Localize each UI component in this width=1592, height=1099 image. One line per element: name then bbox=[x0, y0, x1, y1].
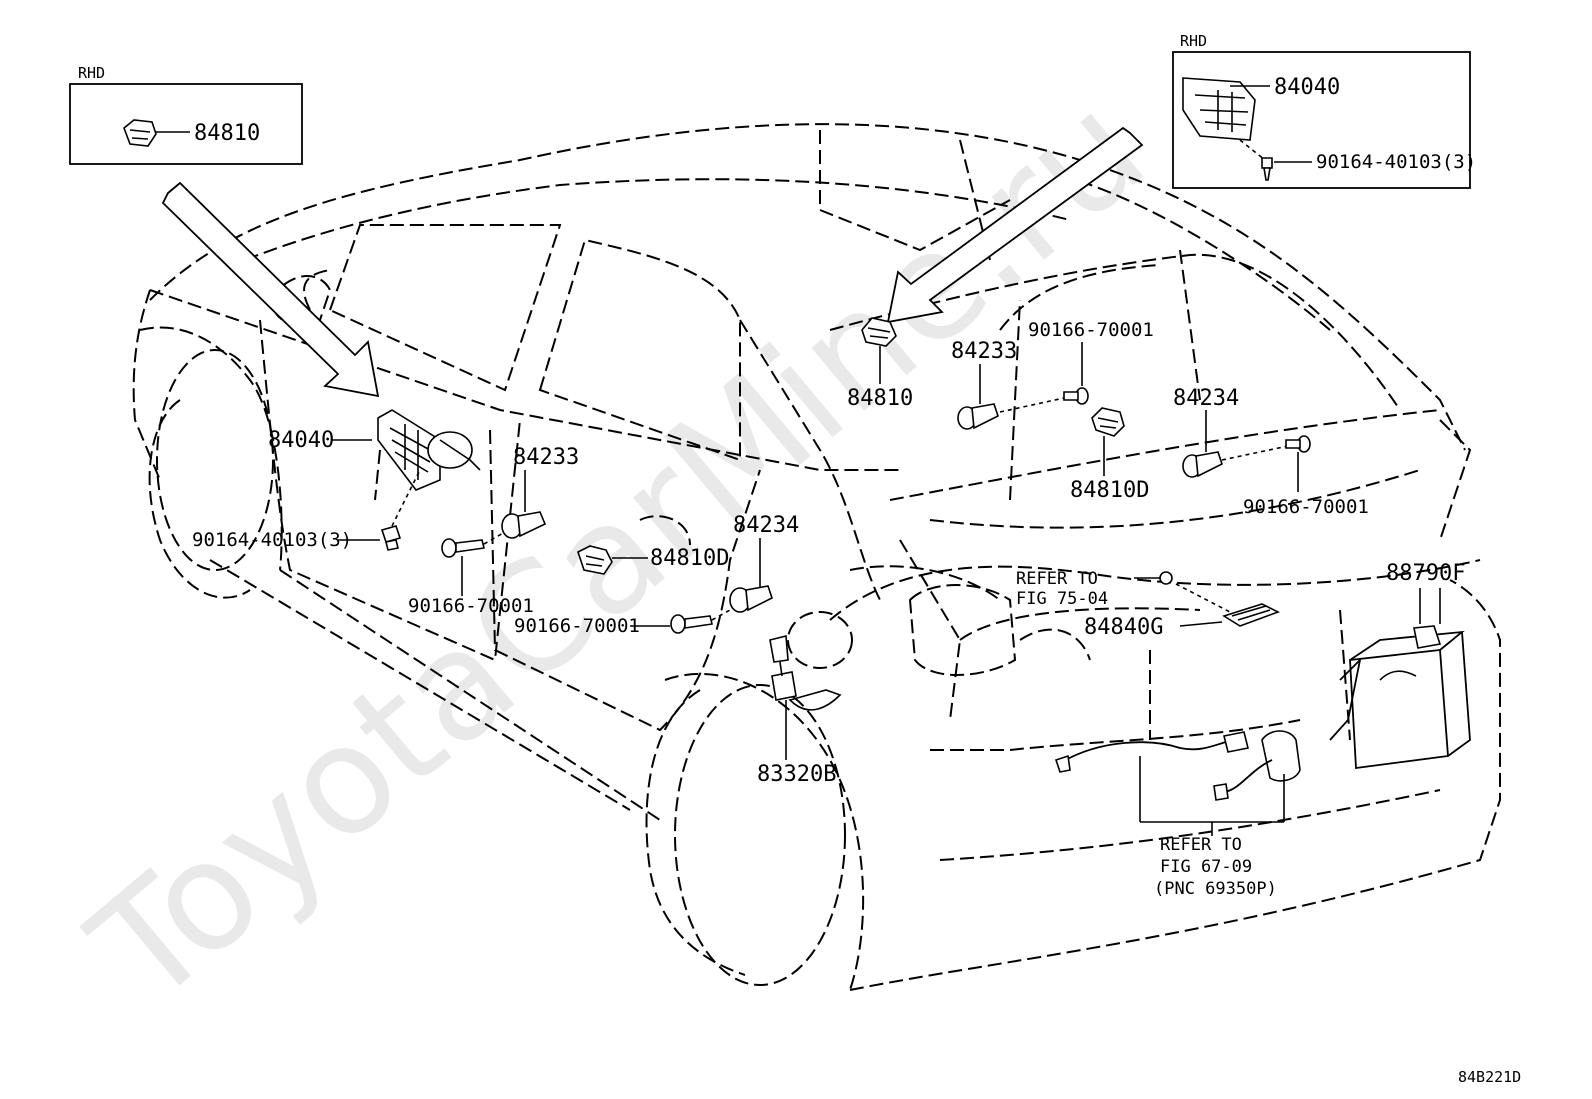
switch-84810-inset-icon bbox=[123, 119, 157, 147]
refer-fig6709-bracket bbox=[1139, 756, 1285, 836]
refer-fig7504-line1: REFER TO bbox=[1016, 569, 1098, 589]
label-84810-rear: 84810 bbox=[847, 386, 913, 411]
bolt-90166-front-b-icon bbox=[670, 614, 713, 634]
inset-left-tag: RHD bbox=[78, 64, 105, 82]
label-90166-rear-a: 90166-70001 bbox=[1028, 319, 1154, 341]
courtesy-switch-84233-rear-icon bbox=[957, 403, 999, 430]
refer-fig6709-line2: FIG 67-09 bbox=[1160, 857, 1252, 877]
inset-left-frame bbox=[69, 83, 303, 165]
label-84040-inset: 84040 bbox=[1274, 75, 1340, 100]
label-84840g: 84840G bbox=[1084, 615, 1163, 640]
label-84234-rear: 84234 bbox=[1173, 386, 1239, 411]
bolt-90166-rear-a-icon bbox=[1063, 387, 1089, 405]
label-88790f: 88790F bbox=[1386, 561, 1465, 586]
fuel-opener-83320b-icon bbox=[769, 634, 842, 711]
label-84234-front: 84234 bbox=[733, 513, 799, 538]
label-90166-front-b: 90166-70001 bbox=[514, 615, 640, 637]
trunk-lock-harness-icon bbox=[1054, 730, 1301, 801]
trunk-switch-84840g-icon bbox=[1222, 603, 1281, 627]
courtesy-switch-84234-rear-icon bbox=[1182, 451, 1223, 478]
bolt-90166-rear-b-icon bbox=[1285, 435, 1311, 453]
master-switch-84040-icon bbox=[374, 409, 481, 501]
inset-right-tag: RHD bbox=[1180, 32, 1207, 50]
clip-fig7504-icon bbox=[1159, 571, 1173, 585]
label-83320b: 83320B bbox=[757, 762, 836, 787]
inset-right-frame bbox=[1172, 51, 1471, 189]
switch-84810-rear-icon bbox=[861, 317, 897, 347]
label-84810d-front: 84810D bbox=[650, 546, 729, 571]
inset-right: RHD 84040 90164-40103(3) bbox=[1172, 32, 1476, 189]
label-84040: 84040 bbox=[268, 428, 334, 453]
figure-code: 84B221D bbox=[1458, 1068, 1521, 1086]
label-84233-front: 84233 bbox=[513, 445, 579, 470]
refer-fig7504-line2: FIG 75-04 bbox=[1016, 589, 1108, 609]
bolt-90166-front-a-icon bbox=[441, 538, 485, 558]
label-84810-inset: 84810 bbox=[194, 121, 260, 146]
master-switch-84040-inset-icon bbox=[1182, 77, 1256, 141]
screw-90164-icon bbox=[380, 525, 402, 551]
label-84810d-rear: 84810D bbox=[1070, 478, 1149, 503]
switch-84810d-rear-icon bbox=[1091, 407, 1125, 437]
inset-left: RHD 84810 bbox=[69, 64, 303, 165]
screw-90164-inset-icon bbox=[1261, 157, 1273, 181]
refer-fig6709-line1: REFER TO bbox=[1160, 835, 1242, 855]
courtesy-switch-84234-front-icon bbox=[729, 585, 773, 613]
label-90164-inset: 90164-40103(3) bbox=[1316, 151, 1476, 173]
pointer-arrow-left bbox=[161, 181, 380, 398]
label-90166-front-a: 90166-70001 bbox=[408, 595, 534, 617]
label-90164: 90164-40103(3) bbox=[192, 529, 352, 551]
refer-fig6709-line3: (PNC 69350P) bbox=[1154, 879, 1277, 899]
courtesy-switch-84233-front-icon bbox=[501, 511, 547, 539]
label-90166-rear-b: 90166-70001 bbox=[1243, 496, 1369, 518]
switch-84810d-front-icon bbox=[577, 515, 691, 575]
label-84233-rear: 84233 bbox=[951, 339, 1017, 364]
battery-88790f-icon bbox=[1329, 625, 1471, 770]
